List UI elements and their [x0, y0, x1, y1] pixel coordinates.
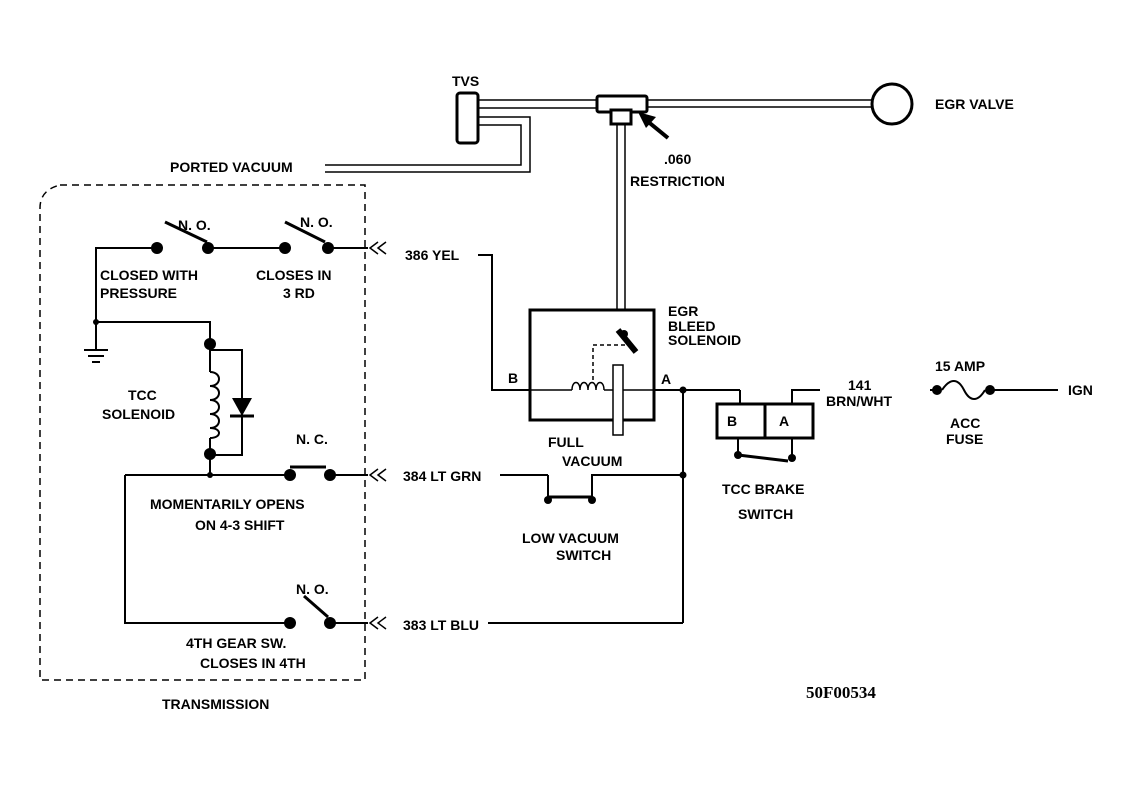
full-label: FULL	[548, 434, 584, 450]
terminal-b-label: B	[508, 370, 518, 386]
low-vacuum-label: LOW VACUUM	[522, 530, 619, 546]
closes-in-fourth-label: CLOSES IN 4TH	[200, 655, 306, 671]
vacuum-hoses	[325, 99, 872, 330]
egr-bleed-label-3: SOLENOID	[668, 332, 741, 348]
transmission-wiring	[95, 247, 368, 624]
acc-fuse-icon	[932, 380, 995, 400]
brake-switch-label: SWITCH	[738, 506, 793, 522]
egr-bleed-solenoid-internals	[530, 328, 654, 436]
switch-label: SWITCH	[556, 547, 611, 563]
restriction-value-label: .060	[664, 151, 691, 167]
external-wiring	[478, 254, 1058, 624]
restriction-label: RESTRICTION	[630, 173, 725, 189]
wire-386-label: 386 YEL	[405, 247, 460, 263]
tvs-valve	[455, 91, 480, 145]
fourth-gear-switch	[284, 594, 336, 629]
wire-141-label: 141	[848, 377, 872, 393]
restriction-arrow-icon	[638, 112, 670, 140]
junction-dot	[204, 338, 216, 350]
brake-b-label: B	[727, 413, 737, 429]
terminal-a-label: A	[661, 371, 671, 387]
wire-384-label: 384 LT GRN	[403, 468, 481, 484]
brake-a-label: A	[779, 413, 789, 429]
transmission-label: TRANSMISSION	[162, 696, 269, 712]
ported-vacuum-label: PORTED VACUUM	[170, 159, 293, 175]
vacuum-tee	[595, 94, 649, 126]
transmission-boundary	[39, 184, 366, 681]
junction-dot	[679, 471, 687, 479]
tvs-label: TVS	[452, 73, 479, 89]
no-label-3: N. O.	[296, 581, 329, 597]
brn-wht-label: BRN/WHT	[826, 393, 893, 409]
low-vacuum-switch	[544, 495, 596, 504]
third-gear-switch	[279, 220, 334, 254]
tcc-brake-switch	[715, 402, 815, 463]
connector-chevron-icon	[368, 241, 387, 630]
junction-dot	[679, 386, 687, 394]
pressure-label: PRESSURE	[100, 285, 177, 301]
egr-valve-label: EGR VALVE	[935, 96, 1014, 112]
solenoid-label: SOLENOID	[102, 406, 175, 422]
egr-valve-icon	[870, 82, 914, 126]
fuse-amp-label: 15 AMP	[935, 358, 985, 374]
egr-bleed-solenoid	[528, 308, 656, 422]
egr-bleed-label-2: BLEED	[668, 318, 715, 334]
acc-label: ACC	[950, 415, 980, 431]
tcc-label: TCC	[128, 387, 157, 403]
tcc-brake-label: TCC BRAKE	[722, 481, 804, 497]
closed-with-label: CLOSED WITH	[100, 267, 198, 283]
diagram-code: 50F00534	[806, 683, 876, 702]
vacuum-label: VACUUM	[562, 453, 622, 469]
ground-icon	[84, 322, 108, 363]
third-rd-label: 3 RD	[283, 285, 315, 301]
egr-bleed-label-1: EGR	[668, 303, 698, 319]
nc-label: N. C.	[296, 431, 328, 447]
momentarily-label: MOMENTARILY OPENS	[150, 496, 305, 512]
closes-in-label: CLOSES IN	[256, 267, 331, 283]
no-label-2: N. O.	[300, 214, 333, 230]
tcc-solenoid-coil-icon	[209, 371, 220, 439]
four-three-shift-switch	[284, 465, 336, 481]
wire-383-label: 383 LT BLU	[403, 617, 479, 633]
junction-dot	[204, 448, 216, 460]
no-label-1: N. O.	[178, 217, 211, 233]
four-three-shift-label: ON 4-3 SHIFT	[195, 517, 285, 533]
ign-label: IGN	[1068, 382, 1093, 398]
fuse-label: FUSE	[946, 431, 983, 447]
fourth-gear-label: 4TH GEAR SW.	[186, 635, 286, 651]
diode-icon	[230, 398, 254, 418]
junction-dot	[207, 472, 213, 478]
junction-dot	[93, 319, 99, 325]
pressure-switch	[151, 220, 214, 254]
